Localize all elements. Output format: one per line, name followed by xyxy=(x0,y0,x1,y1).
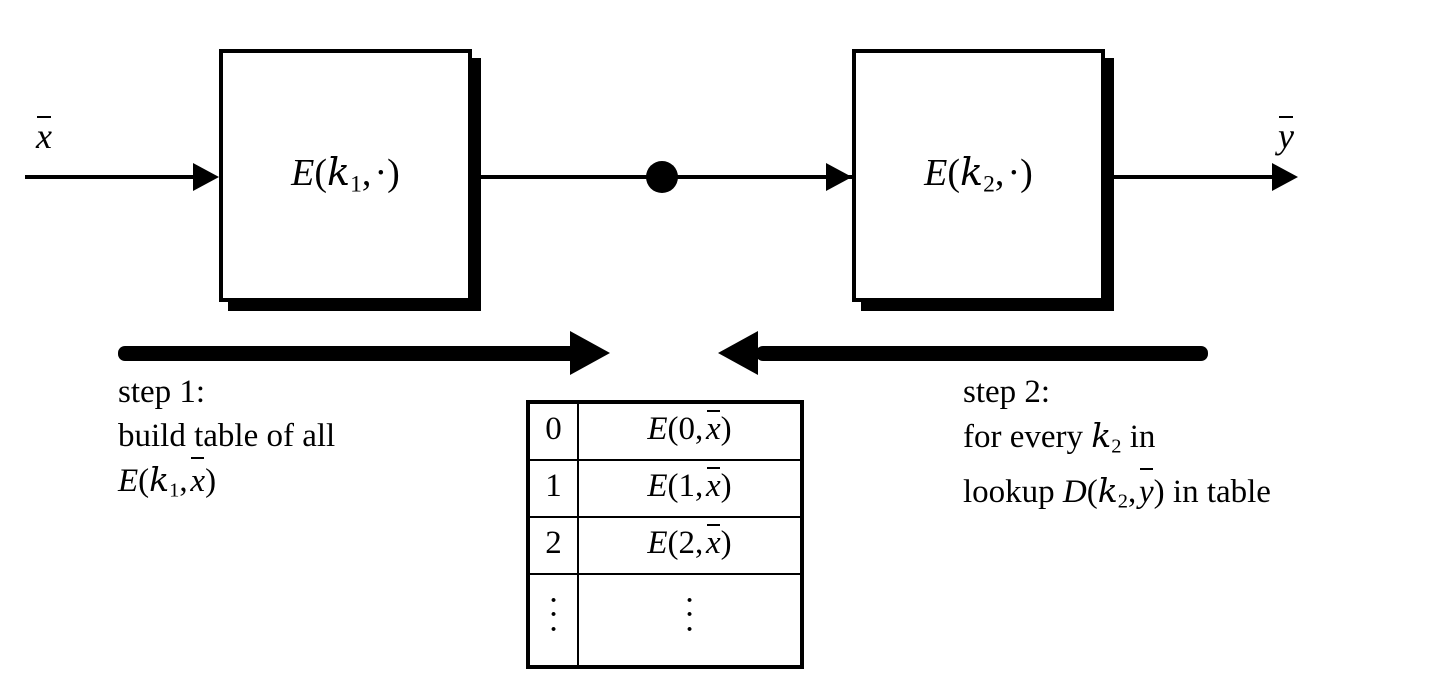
step-2-arrow-shaft xyxy=(756,346,1208,361)
lookup-table-body: 0 E(0, x) 1 E(1, x) 2 E(2, x) ··· ··· xyxy=(528,402,802,667)
table-row-ellipsis: ··· ··· xyxy=(528,574,802,667)
table-cell-key: 2 xyxy=(528,517,578,574)
output-wire xyxy=(1105,175,1275,179)
table-row[interactable]: 0 E(0, x) xyxy=(528,402,802,460)
cipher-block-2-label: E(k2, ·) xyxy=(924,153,1033,197)
table-cell-value: E(0, x) xyxy=(578,402,802,460)
step-1-body-line-2: E(k1, x) xyxy=(118,458,335,513)
table-row[interactable]: 1 E(1, x) xyxy=(528,460,802,517)
table-cell-key-ellipsis: ··· xyxy=(528,574,578,667)
table-cell-value: E(1, x) xyxy=(578,460,802,517)
lookup-table[interactable]: 0 E(0, x) 1 E(1, x) 2 E(2, x) ··· ··· xyxy=(526,400,804,669)
cipher-block-2[interactable]: E(k2, ·) xyxy=(852,49,1105,302)
output-arrowhead-icon xyxy=(1272,163,1298,191)
table-cell-value: E(2, x) xyxy=(578,517,802,574)
step-2-body-line-1: for every k2 in 𝔆 xyxy=(963,414,1271,469)
cipher-block-1-key-index: 1 xyxy=(350,172,362,198)
cipher-block-1-label: E(k1, ·) xyxy=(291,153,400,197)
step-2-heading: step 2: xyxy=(963,370,1271,414)
step-1-caption: step 1: build table of all E(k1, x) xyxy=(118,370,335,513)
step-2-caption: step 2: for every k2 in 𝔆 lookup D(k2, y… xyxy=(963,370,1271,523)
step-1-body-line-1: build table of all xyxy=(118,414,335,458)
cipher-block-1[interactable]: E(k1, ·) xyxy=(219,49,472,302)
step-1-arrowhead-icon xyxy=(570,331,610,375)
step-1-arrow-shaft xyxy=(118,346,578,361)
block2-input-arrowhead-icon xyxy=(826,163,852,191)
table-cell-key: 0 xyxy=(528,402,578,460)
input-wire xyxy=(25,175,198,179)
table-row[interactable]: 2 E(2, x) xyxy=(528,517,802,574)
input-arrowhead-icon xyxy=(193,163,219,191)
step-2-arrowhead-icon xyxy=(718,331,758,375)
step-1-heading: step 1: xyxy=(118,370,335,414)
table-cell-value-ellipsis: ··· xyxy=(578,574,802,667)
cipher-block-2-key-index: 2 xyxy=(983,172,995,198)
output-label-ybar: y xyxy=(1278,118,1294,154)
intermediate-tap-dot-icon xyxy=(646,161,678,193)
input-label-xbar: x xyxy=(36,118,52,154)
step-2-body-line-2: lookup D(k2, y) in table xyxy=(963,469,1271,524)
table-cell-key: 1 xyxy=(528,460,578,517)
